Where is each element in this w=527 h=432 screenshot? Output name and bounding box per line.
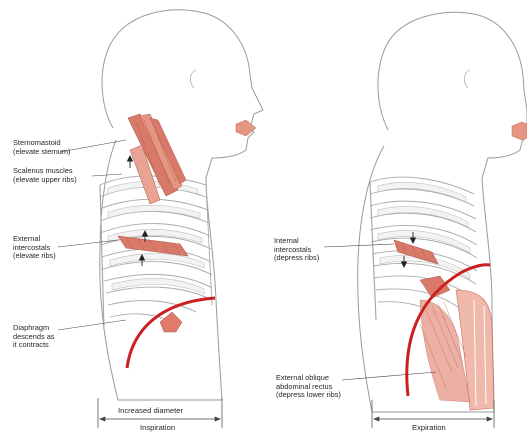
expiration-caption: Expiration: [412, 423, 446, 432]
inspiration-neck-muscles: [128, 114, 186, 204]
inspiration-body-outline: [100, 10, 263, 400]
sternomastoid-label: Sternomastoid (elevate sternum): [13, 139, 71, 156]
scalenus-label: Scalenus muscles (elevate upper ribs): [13, 167, 77, 184]
expiration-air-arrow: [512, 122, 527, 140]
external-oblique-label-line3: (depress lower ribs): [276, 391, 341, 400]
internal-intercostals-label-line3: (depress ribs): [274, 254, 319, 263]
diaphragm-label: Diaphragm descends as it contracts: [13, 324, 55, 350]
inspiration-caption: Inspiration: [140, 423, 175, 432]
external-intercostals-label-line3: (elevate ribs): [13, 252, 56, 261]
external-intercostals-label: External intercostals (elevate ribs): [13, 235, 56, 261]
external-oblique-label: External oblique abdominal rectus (depre…: [276, 374, 341, 400]
increased-diameter-label: Increased diameter: [118, 406, 183, 415]
scalenus-label-line2: (elevate upper ribs): [13, 176, 77, 185]
diaphragm-label-line3: it contracts: [13, 341, 55, 350]
expiration-figure: [324, 12, 527, 428]
internal-intercostals-label: Internal intercostals (depress ribs): [274, 237, 319, 263]
inspiration-figure: [58, 10, 263, 428]
inspiration-diaphragm: [127, 298, 215, 368]
sternomastoid-label-line2: (elevate sternum): [13, 148, 71, 157]
